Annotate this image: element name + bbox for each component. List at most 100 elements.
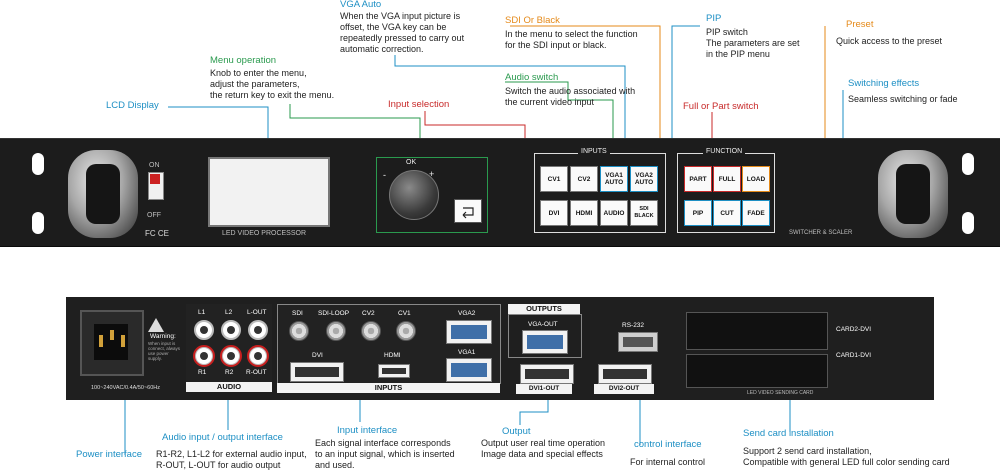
key-fade[interactable]: FADE	[742, 200, 770, 226]
key-vga1-auto[interactable]: VGA1 AUTO	[600, 166, 628, 192]
warning-title: Warning:	[150, 333, 176, 340]
port-lout[interactable]	[248, 320, 268, 340]
port-vga1[interactable]	[446, 358, 492, 382]
outputs-panel	[508, 314, 582, 358]
audio-band: AUDIO	[186, 382, 272, 392]
port-rs232[interactable]	[618, 332, 658, 352]
callout-control-title: control interface	[634, 439, 702, 450]
warning-icon	[148, 318, 164, 332]
power-on-label: ON	[149, 162, 160, 169]
callout-preset-desc: Quick access to the preset	[836, 36, 943, 46]
key-cut[interactable]: CUT	[713, 200, 741, 226]
callout-vga-title: VGA Auto	[340, 0, 382, 10]
callout-fullpart-title: Full or Part switch	[683, 101, 759, 112]
callout-sendcard-title: Send card installation	[743, 428, 834, 439]
port-dvi2-out[interactable]	[598, 364, 652, 384]
port-cv2-label: CV2	[362, 310, 375, 317]
key-vga2-auto[interactable]: VGA2 AUTO	[630, 166, 658, 192]
port-dvi[interactable]	[290, 362, 344, 382]
port-l1[interactable]	[194, 320, 214, 340]
line-audio	[505, 81, 614, 200]
power-off-label: OFF	[147, 212, 161, 219]
port-r2[interactable]	[220, 345, 242, 367]
rack-slot	[32, 212, 44, 234]
port-sdi-label: SDI	[292, 310, 303, 317]
card-caption: LED VIDEO SENDING CARD	[747, 390, 814, 396]
callout-input-if-title: Input interface	[337, 425, 398, 436]
callout-menu-desc: Knob to enter the menu, adjust the param…	[210, 68, 335, 100]
power-socket[interactable]	[80, 310, 144, 376]
return-arrow-icon	[462, 207, 474, 219]
port-l2-label: L2	[225, 309, 233, 316]
front-panel	[0, 138, 1000, 247]
port-rout[interactable]	[247, 345, 269, 367]
rack-slot	[32, 153, 44, 175]
callout-switching-title: Switching effects	[848, 78, 920, 89]
rack-handle-left	[68, 150, 138, 238]
port-rs232-label: RS-232	[622, 322, 645, 329]
port-vgaout-label: VGA-OUT	[528, 321, 558, 328]
key-audio[interactable]: AUDIO	[600, 200, 628, 226]
callout-pip-desc: PIP switch The parameters are set in the…	[706, 27, 800, 59]
callout-sdi-desc: In the menu to select the function for t…	[505, 29, 638, 50]
callout-sdi-title: SDI Or Black	[505, 15, 560, 26]
card-slot-2[interactable]	[686, 312, 828, 350]
callout-control-desc: For internal control	[630, 457, 706, 467]
rack-slot	[962, 212, 974, 234]
key-pip[interactable]: PIP	[684, 200, 712, 226]
menu-zone	[376, 157, 488, 233]
port-l2[interactable]	[221, 320, 241, 340]
rack-slot	[962, 153, 974, 175]
callout-power-title: Power interface	[76, 449, 143, 460]
port-r2-label: R2	[225, 369, 234, 376]
callout-sendcard-desc: Support 2 send card installation, Compat…	[743, 446, 950, 467]
callout-audio-title: Audio switch	[505, 72, 559, 83]
port-cv1[interactable]	[396, 321, 416, 341]
lcd-display	[208, 157, 330, 227]
callout-audio-io-title: Audio input / output interface	[162, 432, 283, 443]
port-vga1-label: VGA1	[458, 349, 476, 356]
port-cv2[interactable]	[361, 321, 381, 341]
port-hdmi[interactable]	[378, 364, 410, 378]
callout-audio-io-desc: R1-R2, L1-L2 for external audio input, R…	[156, 449, 307, 470]
function-title: FUNCTION	[703, 148, 746, 155]
inputs-title: INPUTS	[578, 148, 610, 155]
callout-audio-desc: Switch the audio associated with the cur…	[505, 86, 636, 107]
port-hdmi-label: HDMI	[384, 352, 401, 359]
switcher-caption: SWITCHER & SCALER	[789, 230, 853, 236]
key-part[interactable]: PART	[684, 166, 712, 192]
key-dvi[interactable]: DVI	[540, 200, 568, 226]
key-cv1[interactable]: CV1	[540, 166, 568, 192]
callout-input-title: Input selection	[388, 99, 450, 110]
knob-minus-label: -	[383, 170, 386, 180]
port-dvi-label: DVI	[312, 352, 323, 359]
callout-vga-desc: When the VGA input picture is offset, th…	[340, 11, 465, 54]
key-load[interactable]: LOAD	[742, 166, 770, 192]
callout-lcd-title: LCD Display	[106, 100, 159, 111]
key-hdmi[interactable]: HDMI	[570, 200, 598, 226]
line-output	[519, 390, 549, 425]
card2-label: CARD2-DVI	[836, 326, 872, 333]
card-slot-1[interactable]	[686, 354, 828, 388]
certification-marks: FC CE	[145, 229, 169, 238]
key-full[interactable]: FULL	[713, 166, 741, 192]
callout-input-if-desc: Each signal interface corresponds to an …	[315, 438, 455, 470]
menu-knob[interactable]	[389, 170, 439, 220]
port-dvi2-out-label: DVI2-OUT	[594, 384, 654, 394]
knob-ok-label: OK	[406, 159, 417, 166]
return-button[interactable]	[454, 199, 482, 223]
port-dvi1-out[interactable]	[520, 364, 574, 384]
key-sdi-black[interactable]: SDI BLACK	[630, 200, 658, 226]
callout-switching-desc: Seamless switching or fade	[848, 94, 958, 104]
port-lout-label: L-OUT	[247, 309, 267, 316]
port-vga2[interactable]	[446, 320, 492, 344]
port-r1-label: R1	[198, 369, 207, 376]
port-sdi[interactable]	[289, 321, 309, 341]
key-cv2[interactable]: CV2	[570, 166, 598, 192]
card1-label: CARD1-DVI	[836, 352, 872, 359]
power-rating: 100~240VAC/0.4A/50~60Hz	[91, 385, 161, 391]
port-r1[interactable]	[193, 345, 215, 367]
port-vga-out[interactable]	[522, 330, 568, 354]
port-sdi-loop[interactable]	[326, 321, 346, 341]
